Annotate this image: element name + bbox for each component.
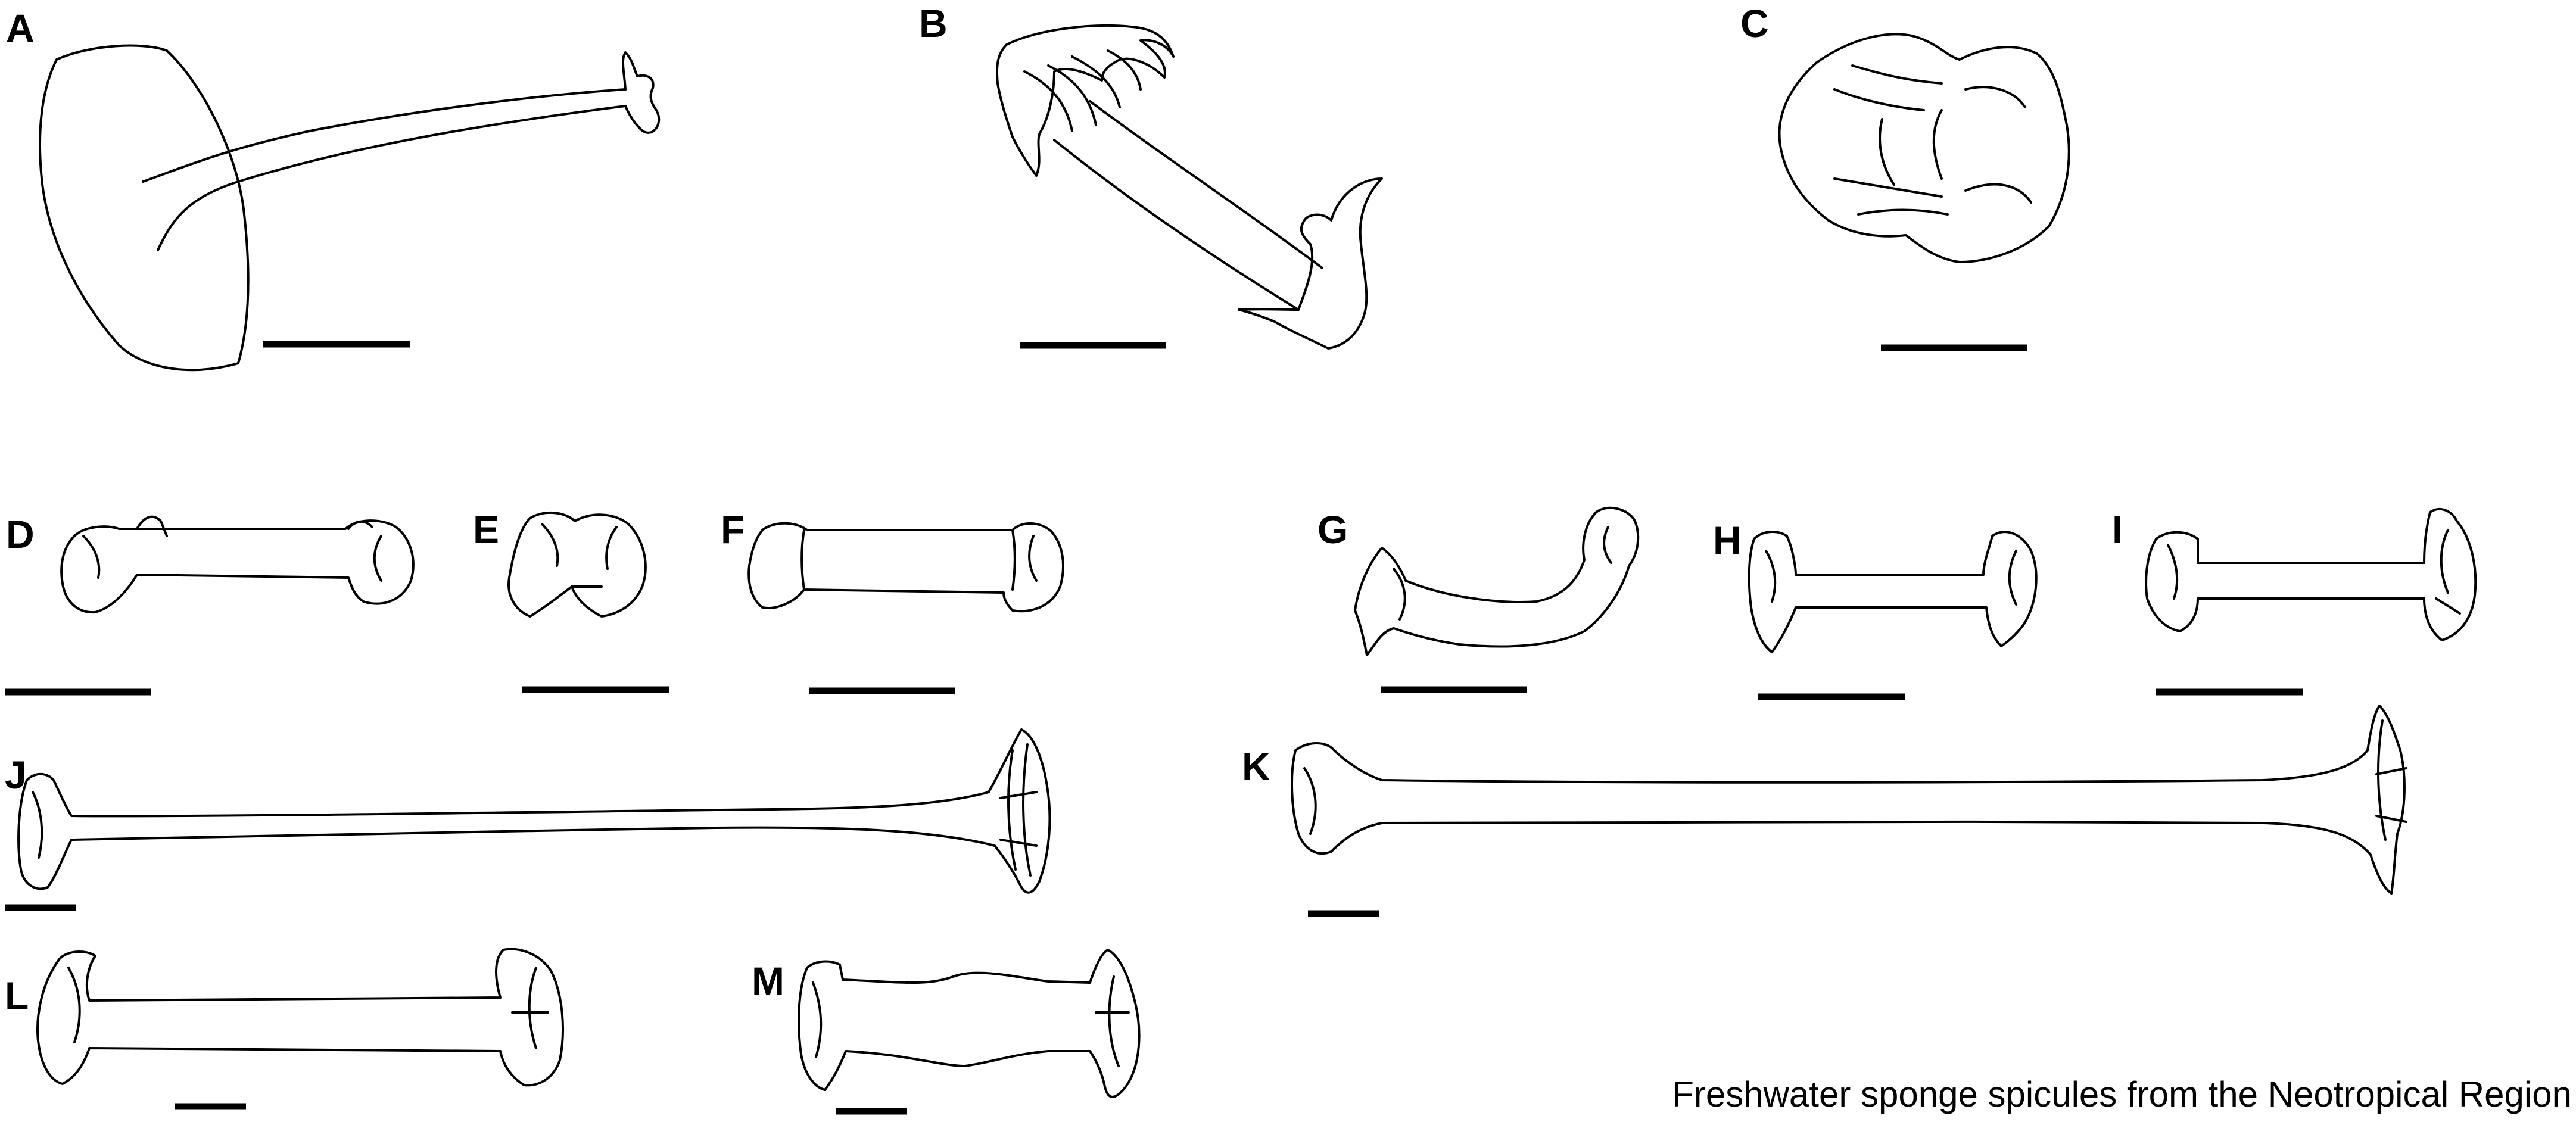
panel-letter-h: H: [1713, 518, 1742, 562]
birotule-k-details: [1303, 719, 2407, 841]
panel-letter-m: M: [752, 959, 784, 1003]
birotule-i-outline: [2145, 508, 2477, 641]
birotule-l-details: [67, 967, 549, 1049]
birotule-i-details: [2167, 529, 2461, 615]
panel-h: H: [1713, 518, 2038, 700]
birotule-h-details: [1765, 550, 2017, 606]
panel-letter-k: K: [1242, 744, 1270, 788]
birotule-f-outline: [747, 522, 1064, 613]
spicule-shaft-upper: [142, 88, 627, 183]
panel-letter-i: I: [2112, 507, 2123, 551]
birotule-k-outline: [1290, 705, 2406, 895]
panel-letter-l: L: [5, 974, 29, 1018]
birotule-e-outline: [507, 511, 647, 618]
birotule-m-details: [812, 975, 1130, 1067]
panel-c: C: [1740, 1, 2070, 351]
panel-letter-d: D: [6, 512, 35, 556]
panel-j: J: [5, 728, 1051, 911]
compact-birotule-outline: [1778, 33, 2070, 263]
spicule-head: [622, 51, 661, 134]
panel-m: M: [752, 949, 1141, 1115]
birotule-g-outline: [1354, 506, 1640, 656]
panel-a: A: [6, 6, 661, 372]
panel-letter-g: G: [1317, 507, 1348, 551]
birotule-f-details: [800, 529, 1038, 591]
birotule-g-details: [1393, 526, 1612, 621]
panel-k: K: [1242, 705, 2407, 917]
panel-e: E: [473, 507, 669, 693]
figure-caption: Freshwater sponge spicules from the Neot…: [1672, 1074, 2572, 1114]
birotule-e-details: [541, 523, 618, 588]
panel-letter-f: F: [721, 507, 745, 551]
panel-letter-e: E: [473, 507, 499, 551]
birotule-j-details: [32, 743, 1038, 877]
compact-birotule-hooks: [1833, 64, 2032, 216]
birotule-m-outline: [798, 949, 1141, 1098]
panel-i: I: [2112, 507, 2477, 696]
shaft-outline: [1053, 100, 1323, 311]
birotule-d-outline: [60, 519, 415, 614]
birotule-d-details: [82, 515, 382, 582]
upper-rotule-hooks: [1023, 49, 1142, 132]
panel-l: L: [5, 948, 564, 1110]
panel-letter-b: B: [919, 1, 948, 45]
upper-rotule-outline: [995, 24, 1175, 177]
panel-f: F: [721, 507, 1064, 694]
panel-letter-a: A: [6, 6, 35, 50]
oval-body-outline: [39, 44, 250, 372]
panel-letter-c: C: [1740, 1, 1769, 45]
panel-b: B: [919, 1, 1383, 350]
panel-g: G: [1317, 506, 1640, 693]
lower-rotule-outline: [1238, 177, 1383, 350]
birotule-h-outline: [1748, 531, 2038, 653]
panel-d: D: [5, 512, 415, 696]
birotule-j-outline: [17, 728, 1051, 894]
spicule-shaft-lower: [157, 105, 627, 251]
birotule-l-outline: [36, 948, 564, 1087]
